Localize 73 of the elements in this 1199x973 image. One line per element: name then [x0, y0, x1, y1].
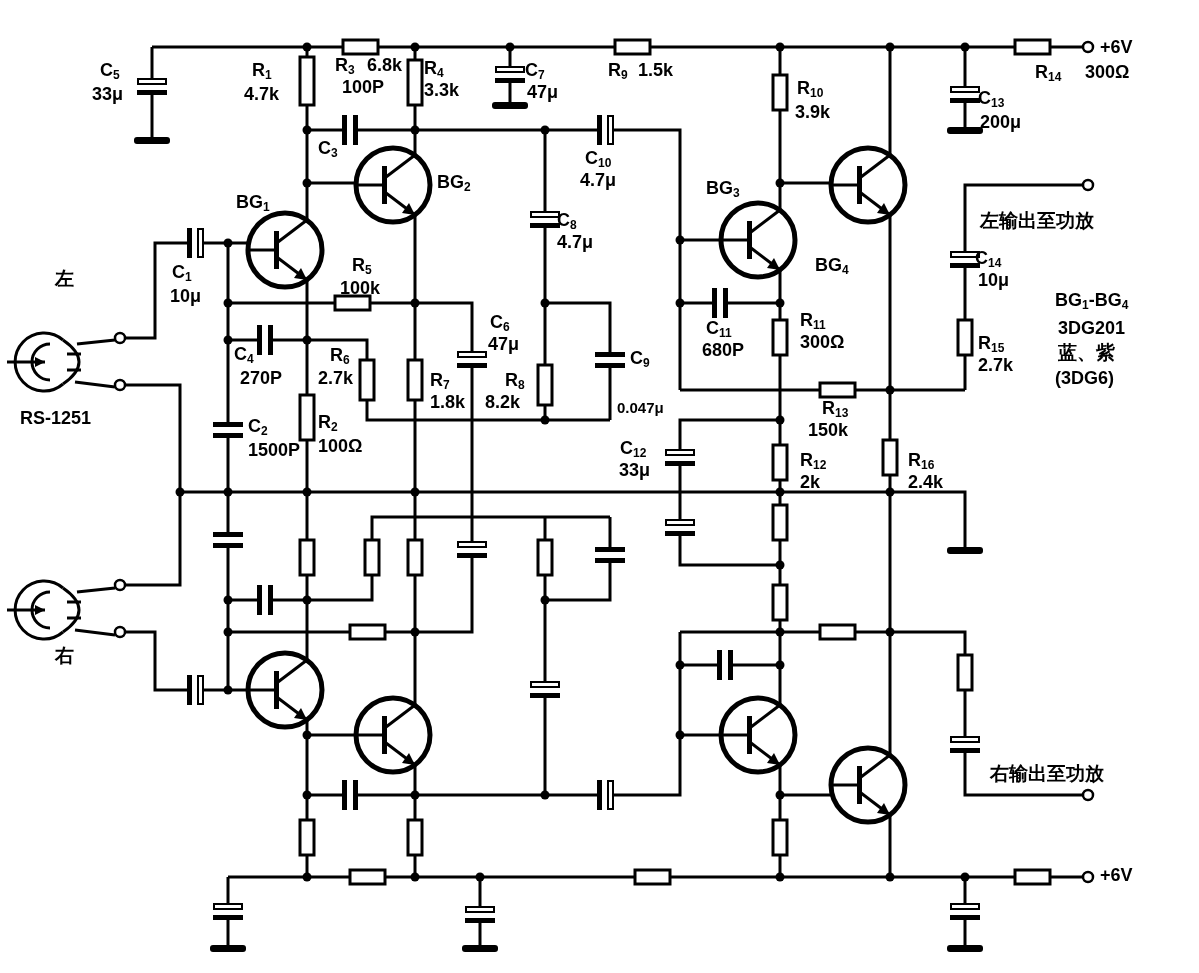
component-label: R$_{13}$ [822, 398, 849, 422]
component-label: C$_{2}$ [248, 416, 268, 440]
component-label: 100k [340, 278, 381, 298]
component-label: C$_{13}$ [978, 88, 1005, 112]
component-label: 2k [800, 472, 821, 492]
component-label: 33μ [619, 460, 651, 480]
component-label: R$_{14}$ [1035, 62, 1062, 86]
component-label: R$_{6}$ [330, 345, 350, 369]
component-label: 左输出至功放 [980, 210, 1094, 230]
component-label: R$_{4}$ [424, 58, 444, 82]
component-label: R$_{12}$ [800, 450, 827, 474]
component-label: (3DG6) [1055, 368, 1114, 388]
component-label: C$_{11}$ [706, 318, 732, 342]
component-label: 4.7k [244, 84, 280, 104]
component-label: 2.7k [318, 368, 354, 388]
component-label: +6V [1100, 865, 1133, 885]
component-label: BG$_{2}$ [437, 172, 471, 196]
component-label: 100Ω [318, 436, 363, 456]
component-label: 10μ [978, 270, 1010, 290]
component-label: R$_{3}$ [335, 55, 355, 79]
component-label: R$_{16}$ [908, 450, 935, 474]
component-label: 1.8k [430, 392, 466, 412]
component-label: 3.9k [795, 102, 831, 122]
component-label: 1.5k [638, 60, 674, 80]
component-label: C$_{4}$ [234, 344, 254, 368]
component-label: R$_{5}$ [352, 255, 372, 279]
component-label: 蓝、紫 [1058, 342, 1115, 362]
component-label: R$_{9}$ [608, 60, 628, 84]
component-label: BG$_{1}$-BG$_{4}$ [1055, 290, 1129, 314]
component-label: 8.2k [485, 392, 521, 412]
component-label: C$_{10}$ [585, 148, 612, 172]
component-label: 47μ [527, 82, 559, 102]
component-label: 2.4k [908, 472, 944, 492]
component-label: 0.047μ [617, 398, 664, 418]
component-label: C$_{1}$ [172, 262, 192, 286]
component-label: R$_{10}$ [797, 78, 824, 102]
component-label: R$_{2}$ [318, 412, 338, 436]
component-label: 左 [55, 268, 74, 288]
component-label: R$_{1}$ [252, 60, 272, 84]
component-label: 200μ [980, 112, 1022, 132]
component-label: 270P [240, 368, 283, 388]
component-label: C$_{3}$ [318, 138, 338, 162]
component-label: 1500P [248, 440, 301, 460]
component-label: 右输出至功放 [990, 763, 1104, 783]
component-label: 680P [702, 340, 745, 360]
component-label: 100P [342, 77, 385, 97]
component-label: 300Ω [1085, 62, 1130, 82]
component-label: C$_{5}$ [100, 60, 120, 84]
component-label: 2.7k [978, 355, 1014, 375]
component-label: 10μ [170, 286, 202, 306]
component-label: R$_{8}$ [505, 370, 525, 394]
component-label: 150k [808, 420, 849, 440]
component-label: 右 [55, 645, 74, 665]
component-label: RS-1251 [20, 408, 92, 428]
component-label: C$_{6}$ [490, 312, 510, 336]
component-label: +6V [1100, 37, 1133, 57]
component-label: C$_{9}$ [630, 348, 650, 372]
component-label: R$_{15}$ [978, 333, 1005, 357]
component-label: 33μ [92, 84, 124, 104]
component-label: 3DG201 [1058, 318, 1126, 338]
component-label: R$_{7}$ [430, 370, 450, 394]
component-label: R$_{11}$ [800, 310, 826, 334]
component-label: BG$_{1}$ [236, 192, 270, 216]
component-label: 4.7μ [580, 170, 617, 190]
component-label: 47μ [488, 334, 520, 354]
component-label: BG$_{4}$ [815, 255, 849, 279]
component-label: 3.3k [424, 80, 460, 100]
component-label: 4.7μ [557, 232, 594, 252]
component-label: C$_{12}$ [620, 438, 647, 462]
component-label: C$_{7}$ [525, 60, 545, 84]
component-label: BG$_{3}$ [706, 178, 740, 202]
component-label: 6.8k [367, 55, 403, 75]
component-label: 300Ω [800, 332, 845, 352]
